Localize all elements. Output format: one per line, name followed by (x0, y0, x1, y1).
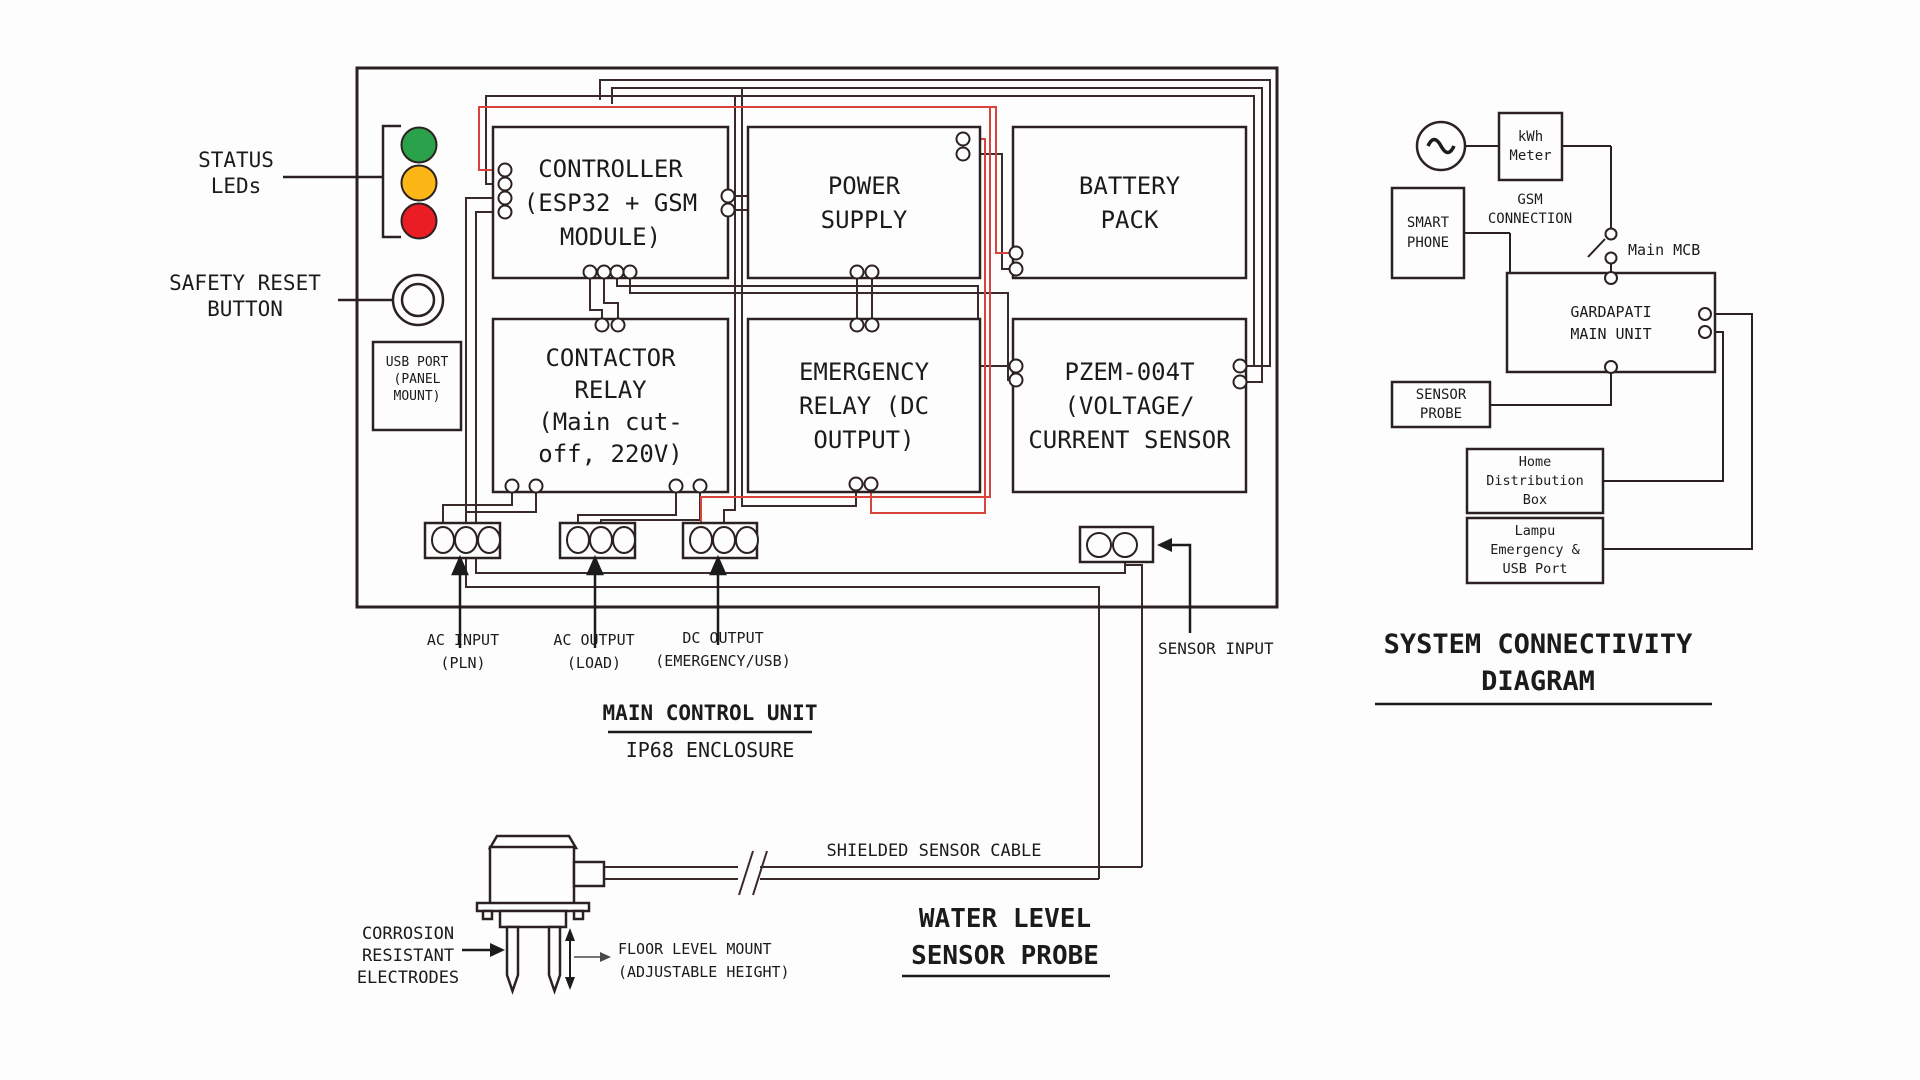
enclosure-and-boxes (355, 66, 1279, 609)
home-distribution-label: Home Distribution Box (1486, 453, 1584, 508)
electrode-rod (547, 925, 562, 995)
probe-foot (481, 909, 494, 921)
probe-foot (572, 909, 585, 921)
gardapati-main-unit-box (1505, 271, 1717, 374)
smart-phone-box (1390, 186, 1466, 280)
connection-pins (497, 131, 1248, 494)
usb-port-box (371, 340, 463, 432)
battery-pack-box (1011, 125, 1248, 280)
ac-input-label: AC INPUT (PLN) (426, 631, 500, 672)
power-supply-label: POWER SUPPLY (820, 171, 908, 234)
smart-phone-label: SMART PHONE (1406, 215, 1450, 251)
main-mcb-switch-icon (1587, 227, 1618, 265)
lampu-emergency-box (1465, 516, 1605, 585)
main-control-unit-title: MAIN CONTROL UNIT (602, 701, 818, 725)
kwh-meter-label: kWh Meter (1509, 128, 1552, 164)
cable-break-mark (738, 850, 754, 896)
probe-cable-connector (572, 860, 606, 888)
system-connectivity-title: SYSTEM CONNECTIVITY DIAGRAM (1383, 629, 1693, 697)
emergency-relay-label: EMERGENCY RELAY (DC OUTPUT) (798, 357, 930, 454)
kwh-meter-box (1497, 111, 1564, 182)
power-supply-box (746, 125, 982, 280)
main-mcb-label: Main MCB (1628, 241, 1701, 259)
main-enclosure-outline (355, 66, 1279, 609)
sensor-input-leader (1157, 538, 1192, 633)
probe-neck (498, 909, 568, 929)
led-bracket (381, 124, 401, 239)
contactor-relay-label: CONTACTOR RELAY (Main cut- off, 220V) (538, 343, 683, 468)
water-sensor-probe-graphic (462, 834, 1142, 995)
shielded-cable-label: SHIELDED SENSOR CABLE (826, 841, 1042, 861)
contactor-relay-box (491, 317, 730, 494)
sensor-probe-label: SENSOR PROBE (1415, 386, 1467, 422)
lampu-emergency-label: Lampu Emergency & USB Port (1490, 523, 1580, 577)
dc-output-label: DC OUTPUT (EMERGENCY/USB) (655, 629, 791, 670)
safety-reset-label: SAFETY RESET BUTTON (169, 271, 321, 321)
pzem-sensor-label: PZEM-004T (VOLTAGE/ CURRENT SENSOR (1028, 357, 1231, 454)
gardapati-pins (1604, 271, 1712, 374)
status-leds-label: STATUS LEDs (198, 148, 274, 198)
water-level-title: WATER LEVEL SENSOR PROBE (911, 904, 1099, 971)
electrode-rod (505, 925, 520, 995)
connectivity-diagram (1390, 111, 1753, 585)
gsm-connection-label: GSM CONNECTION (1487, 192, 1573, 227)
battery-pack-label: BATTERY PACK (1078, 171, 1181, 234)
sensor-probe-box (1390, 380, 1492, 429)
gardapati-main-unit-label: GARDAPATI MAIN UNIT (1570, 302, 1652, 343)
sine-wave-glyph (1426, 137, 1456, 155)
cable-break-mark (752, 850, 768, 896)
safety-reset-button-icon (338, 273, 445, 327)
status-led-green-icon (400, 126, 438, 164)
terminal-holes (431, 526, 1138, 558)
status-led-yellow-icon (400, 164, 438, 202)
probe-cap (487, 834, 579, 850)
corrosion-label: CORROSION RESISTANT ELECTRODES (356, 924, 460, 988)
title-underlines (608, 702, 1712, 978)
ip68-enclosure-subtitle: IP68 ENCLOSURE (625, 738, 795, 762)
emergency-relay-box (746, 317, 982, 494)
floor-mount-label: FLOOR LEVEL MOUNT (ADJUSTABLE HEIGHT) (618, 940, 790, 981)
ac-output-label: AC OUTPUT (LOAD) (553, 631, 635, 672)
controller-label: CONTROLLER (ESP32 + GSM MODULE) (523, 154, 698, 251)
pzem-sensor-box (1011, 317, 1248, 494)
usb-port-label: USB PORT (PANEL MOUNT) (385, 355, 449, 404)
status-led-cluster (283, 124, 438, 240)
terminal-arrows (451, 554, 727, 648)
sensor-input-label: SENSOR INPUT (1158, 639, 1274, 658)
status-led-red-icon (400, 202, 438, 240)
probe-body (488, 845, 576, 906)
home-distribution-box (1465, 447, 1605, 515)
